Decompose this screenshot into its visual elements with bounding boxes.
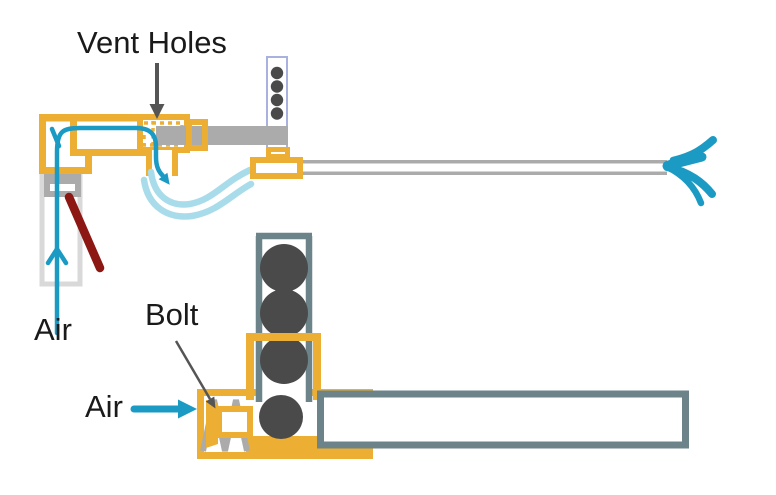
bolt-flange	[206, 400, 218, 448]
air-flow-chevron-up	[45, 244, 69, 266]
magazine-holder-frame	[246, 333, 321, 400]
ball	[270, 93, 284, 107]
bolt-body	[216, 406, 253, 438]
pointer-arrowhead	[149, 104, 165, 119]
ball	[270, 107, 284, 120]
barrel-top-line	[303, 160, 667, 164]
chambered-ball	[259, 395, 303, 439]
spray-stroke	[663, 163, 705, 207]
ball	[260, 289, 308, 337]
trigger-lever	[64, 192, 105, 273]
air-flow-path	[45, 125, 170, 336]
air-flow-arrowhead	[158, 172, 170, 185]
bolt-assembly	[206, 400, 253, 448]
barrel-bottom-line	[303, 171, 667, 175]
bolt-label: Bolt	[145, 297, 199, 332]
breech-valve	[250, 147, 303, 179]
air-bottom-label: Air	[85, 389, 123, 424]
breech-notch	[266, 147, 290, 159]
air-spray	[662, 136, 717, 207]
clamp-lower	[44, 178, 81, 197]
upper-bolt-bar	[156, 126, 288, 145]
air-flow-line	[54, 125, 166, 336]
pipe-collar	[186, 119, 208, 151]
hose-lower	[140, 176, 255, 220]
air-arrow-head	[178, 399, 197, 419]
upper-barrel	[303, 160, 667, 175]
lower-magazine	[255, 232, 313, 403]
air-entry-arrow	[130, 399, 197, 419]
hose-upper	[147, 166, 254, 208]
pointer-arrowhead	[205, 396, 216, 409]
ball	[270, 66, 284, 80]
lower-barrel	[317, 390, 689, 449]
air-flow-spur	[49, 126, 62, 149]
ball	[270, 80, 284, 93]
ball	[260, 336, 308, 384]
ball	[260, 244, 308, 292]
vent-holes-label: Vent Holes	[77, 25, 227, 60]
upper-assembly	[39, 56, 717, 336]
pointer-line	[174, 340, 212, 400]
horizontal-pipe	[70, 114, 148, 156]
bolt-pointer	[174, 340, 216, 409]
breech-box	[250, 157, 303, 179]
vent-holes-pointer	[149, 63, 165, 119]
pipe-top-wall	[39, 114, 149, 122]
air-top-label: Air	[34, 312, 72, 347]
lower-assembly	[130, 232, 689, 459]
air-hoses	[140, 166, 255, 220]
